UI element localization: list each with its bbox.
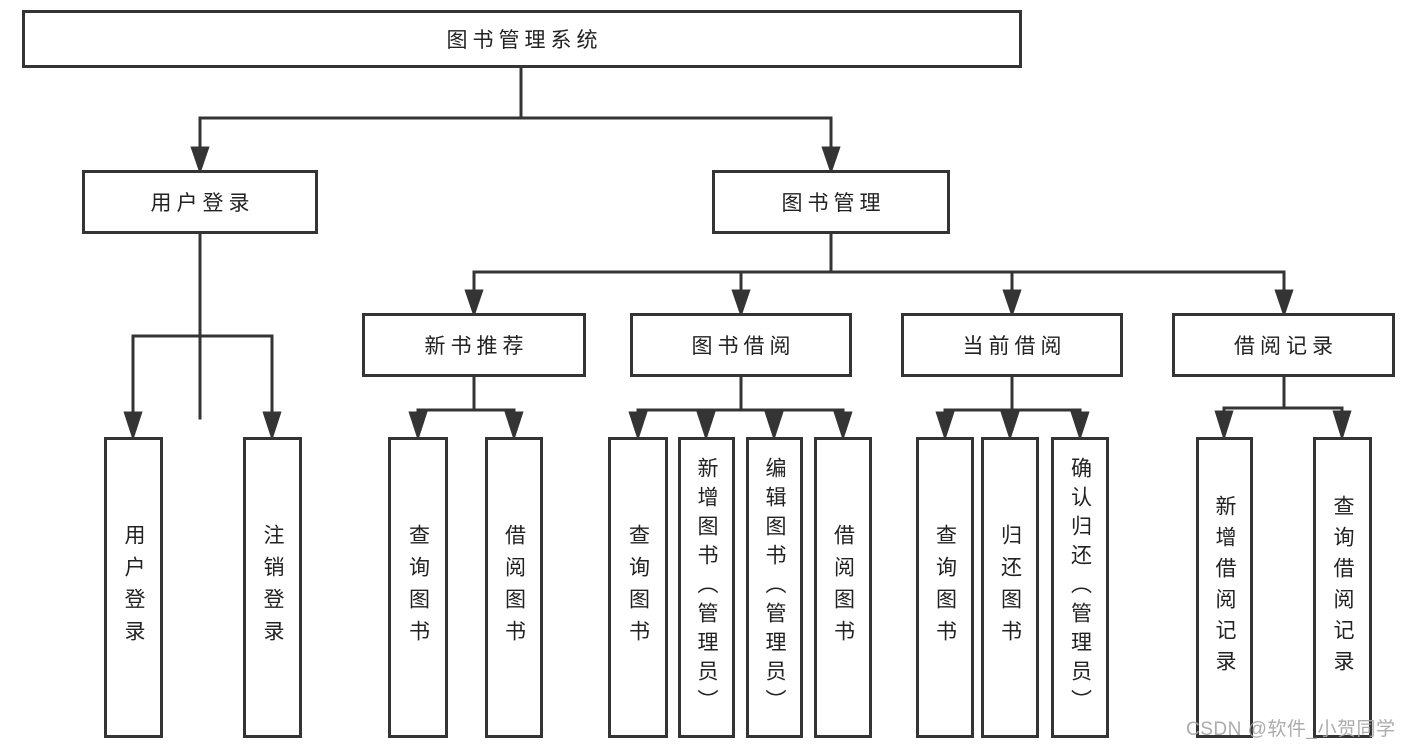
leaf-edit-books-admin: 编辑图书（管理员） [746, 437, 803, 738]
arrowhead [1002, 289, 1022, 318]
node-label: 编辑图书（管理员） [763, 457, 786, 718]
node-label: 用户登录 [150, 192, 255, 215]
arrowhead [190, 146, 210, 175]
node-label: 归还图书 [998, 523, 1022, 652]
node-label: 借阅图书 [831, 523, 855, 652]
node-book-management: 图书管理 [712, 170, 950, 234]
arrowhead [123, 411, 143, 441]
leaf-user-login: 用户登录 [104, 437, 163, 738]
node-user-login: 用户登录 [82, 170, 318, 234]
node-borrow-records: 借阅记录 [1172, 313, 1395, 377]
node-label: 查询图书 [406, 523, 430, 652]
connector-book-mgmt-to-level3 [464, 232, 1294, 318]
arrowhead [408, 411, 428, 441]
node-label: 图书管理系统 [446, 29, 603, 52]
arrowhead [935, 411, 955, 441]
arrowhead [628, 411, 648, 441]
node-label: 注销登录 [261, 523, 284, 652]
arrowhead [1000, 411, 1020, 441]
connector-borrow-record-to-leaves [1214, 375, 1352, 442]
connector-book-borrow-to-leaves [628, 375, 853, 441]
leaf-query-books-current: 查询图书 [916, 437, 974, 738]
arrowhead [262, 411, 282, 441]
leaf-query-books-newrec: 查询图书 [388, 437, 448, 738]
leaf-borrow-books-borrowing: 借阅图书 [814, 437, 872, 738]
connector-current-borrow-to-leaves [935, 375, 1090, 441]
node-label: 查询图书 [626, 523, 650, 652]
watermark: CSDN @软件_小贺同学 [1186, 719, 1396, 740]
leaf-query-borrow-record: 查询借阅记录 [1313, 437, 1372, 738]
node-label: 新增图书（管理员） [695, 457, 718, 718]
connector-user-login-to-leaves [123, 232, 282, 441]
arrowhead [821, 146, 841, 175]
node-label: 新书推荐 [424, 335, 529, 358]
node-book-borrowing: 图书借阅 [630, 313, 852, 377]
arrowhead [1214, 410, 1234, 442]
node-label: 查询借阅记录 [1331, 494, 1354, 681]
arrowhead [833, 411, 853, 441]
leaf-logout-login: 注销登录 [243, 437, 302, 738]
node-label: 图书借阅 [691, 335, 796, 358]
arrowhead [696, 411, 716, 441]
node-label: 确认归还（管理员） [1068, 457, 1092, 718]
arrowhead [764, 411, 784, 441]
leaf-confirm-return-admin: 确认归还（管理员） [1051, 437, 1109, 738]
node-new-book-recommend: 新书推荐 [362, 313, 586, 377]
arrowhead [464, 289, 484, 318]
connector-new-book-rec-to-leaves [408, 375, 524, 441]
node-current-borrowing: 当前借阅 [901, 313, 1123, 377]
node-label: 借阅图书 [502, 523, 526, 652]
leaf-add-books-admin: 新增图书（管理员） [678, 437, 735, 738]
arrowhead [1070, 411, 1090, 441]
leaf-add-borrow-record: 新增借阅记录 [1196, 437, 1253, 738]
node-label: 当前借阅 [962, 335, 1067, 358]
node-library-management-system: 图书管理系统 [22, 10, 1022, 68]
node-label: 图书管理 [781, 192, 886, 215]
leaf-return-books: 归还图书 [981, 437, 1039, 738]
node-label: 新增借阅记录 [1213, 494, 1236, 681]
arrowhead [1332, 410, 1352, 442]
leaf-borrow-books-newrec: 借阅图书 [485, 437, 543, 738]
arrowhead [504, 411, 524, 441]
node-label: 用户登录 [122, 523, 145, 652]
node-label: 查询图书 [933, 523, 957, 652]
arrowhead [1274, 289, 1294, 318]
arrowhead [731, 289, 751, 318]
leaf-query-books-borrowing: 查询图书 [608, 437, 668, 738]
node-label: 借阅记录 [1234, 335, 1338, 358]
connector-root-to-level2 [190, 66, 841, 420]
